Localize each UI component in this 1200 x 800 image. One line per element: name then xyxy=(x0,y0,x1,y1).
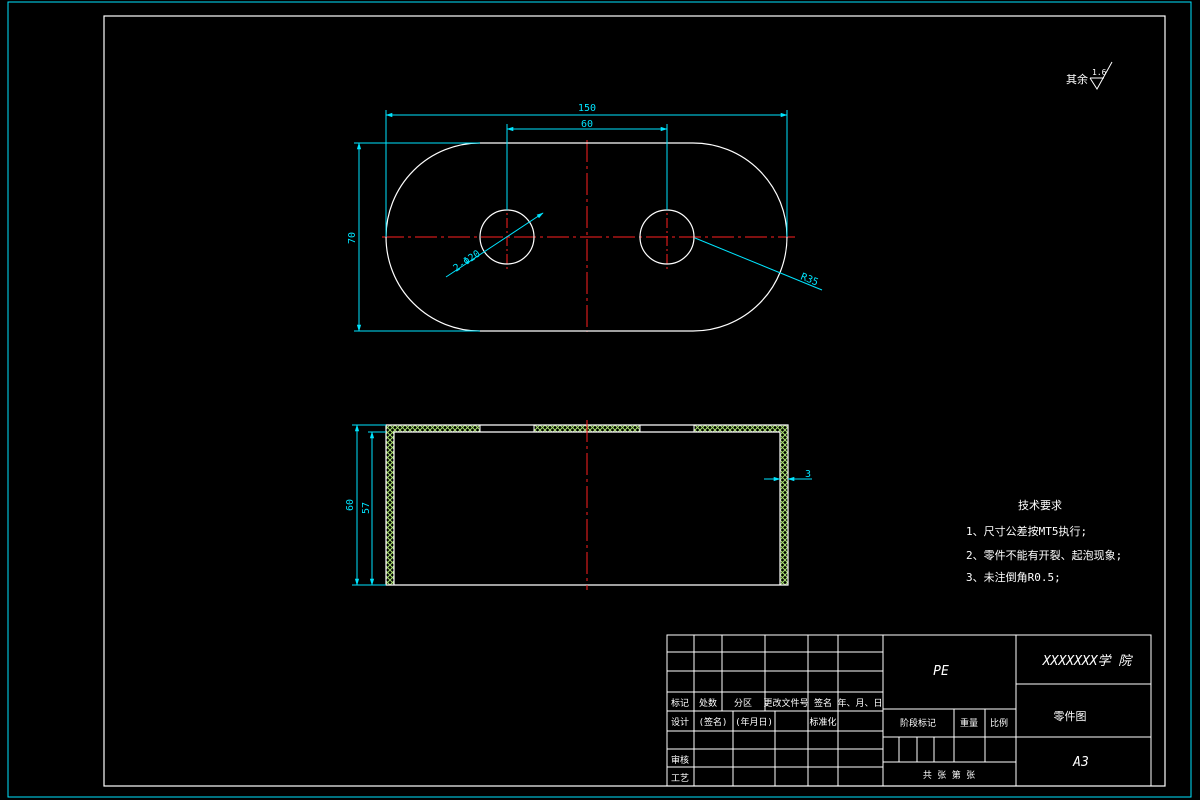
tb-sheet-size: A3 xyxy=(1072,755,1089,770)
outer-sheet-border xyxy=(7,1,1192,798)
tb-header-signature: 签名 xyxy=(814,697,832,709)
technical-requirements: 技术要求 1、尺寸公差按MT5执行; 2、零件不能有开裂、起泡现象; 3、未注倒… xyxy=(966,499,1122,584)
tb-sheets: 共 张 第 张 xyxy=(923,769,975,781)
tb-design-date: (年月日) xyxy=(735,716,773,728)
hatch-top-left xyxy=(394,425,480,432)
tb-header-change-doc: 更改文件号 xyxy=(763,697,808,709)
tb-school: XXXXXXX学 院 xyxy=(1042,653,1134,669)
hatch-top-right xyxy=(694,425,780,432)
roughness-check-icon xyxy=(1089,61,1113,90)
tb-weight: 重量 xyxy=(960,717,978,729)
inner-frame-border xyxy=(103,15,1166,787)
tb-header-count: 处数 xyxy=(699,697,717,709)
dim-overall-length: 150 xyxy=(578,103,596,114)
title-block xyxy=(666,634,1152,787)
leader-holes xyxy=(445,212,544,278)
tb-header-zone: 分区 xyxy=(734,698,752,709)
tb-scale: 比例 xyxy=(990,717,1008,729)
section-outer-outline xyxy=(385,424,789,586)
dim-hole-spacing: 60 xyxy=(581,119,593,130)
tb-drawing-name: 零件图 xyxy=(1054,710,1087,723)
tech-req-item-2: 2、零件不能有开裂、起泡现象; xyxy=(966,548,1122,562)
hatch-left-wall xyxy=(386,425,394,585)
tb-standardization: 标准化 xyxy=(809,716,836,728)
tb-material: PE xyxy=(933,664,949,679)
top-view: 150 60 70 2-Φ20 R35 xyxy=(347,103,823,332)
surface-finish-symbol: 其余 1.6 xyxy=(1066,61,1113,90)
surface-finish-value: 1.6 xyxy=(1092,68,1107,77)
dim-height-outer: 60 xyxy=(345,499,356,511)
surface-finish-label: 其余 xyxy=(1066,72,1088,86)
leader-radius xyxy=(694,237,823,291)
tech-req-title: 技术要求 xyxy=(1018,499,1062,512)
tb-stage-mark: 阶段标记 xyxy=(900,717,936,729)
tb-review: 审核 xyxy=(671,754,689,766)
tb-design: 设计 xyxy=(671,716,689,728)
section-view: 60 57 3 xyxy=(345,420,812,590)
hatch-right-wall xyxy=(780,425,788,585)
dim-height-inner: 57 xyxy=(361,502,372,514)
tech-req-item-1: 1、尺寸公差按MT5执行; xyxy=(966,524,1087,538)
dim-wall-thickness: 3 xyxy=(805,469,811,480)
tb-header-mark: 标记 xyxy=(671,697,689,709)
tb-design-signature: (签名) xyxy=(699,716,728,728)
dim-holes: 2-Φ20 xyxy=(452,249,483,275)
title-block-text: 标记 处数 分区 更改文件号 签名 年、月、日 设计 (签名) (年月日) 标准… xyxy=(671,653,1133,784)
tech-req-item-3: 3、未注倒角R0.5; xyxy=(966,570,1061,584)
tb-process: 工艺 xyxy=(671,773,689,784)
dim-end-radius: R35 xyxy=(799,272,820,289)
dim-width: 70 xyxy=(347,232,358,244)
part-outline-top xyxy=(385,142,788,332)
tb-header-date: 年、月、日 xyxy=(837,697,882,709)
